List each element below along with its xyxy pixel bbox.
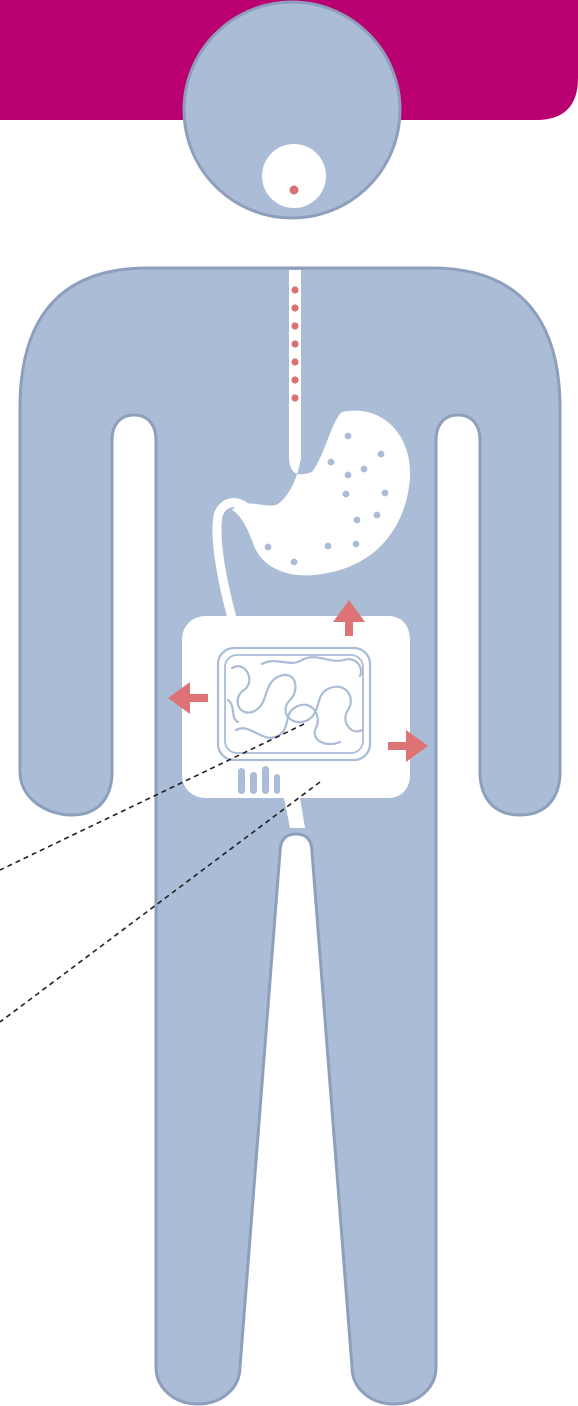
food-dot: [291, 376, 298, 383]
stomach-dot: [354, 517, 361, 524]
mouth-icon: [262, 144, 326, 208]
food-dot: [291, 286, 298, 293]
stomach-dot: [325, 543, 332, 550]
stomach-dot: [374, 512, 381, 519]
stomach-dot: [291, 559, 298, 566]
stomach-dot: [328, 459, 335, 466]
stomach-dot: [382, 490, 389, 497]
stomach-dot: [343, 491, 350, 498]
stomach-dot: [361, 466, 368, 473]
food-dot: [291, 358, 298, 365]
stomach-dot: [265, 544, 272, 551]
stomach-dot: [345, 472, 352, 479]
food-dot: [291, 322, 298, 329]
food-dot: [291, 394, 298, 401]
food-dot: [291, 340, 298, 347]
stomach-dot: [378, 451, 385, 458]
stomach-dot: [353, 541, 360, 548]
stomach-dot: [345, 433, 352, 440]
food-dot: [290, 186, 299, 195]
food-dot: [291, 304, 298, 311]
small-intestine-icon: [218, 648, 370, 760]
